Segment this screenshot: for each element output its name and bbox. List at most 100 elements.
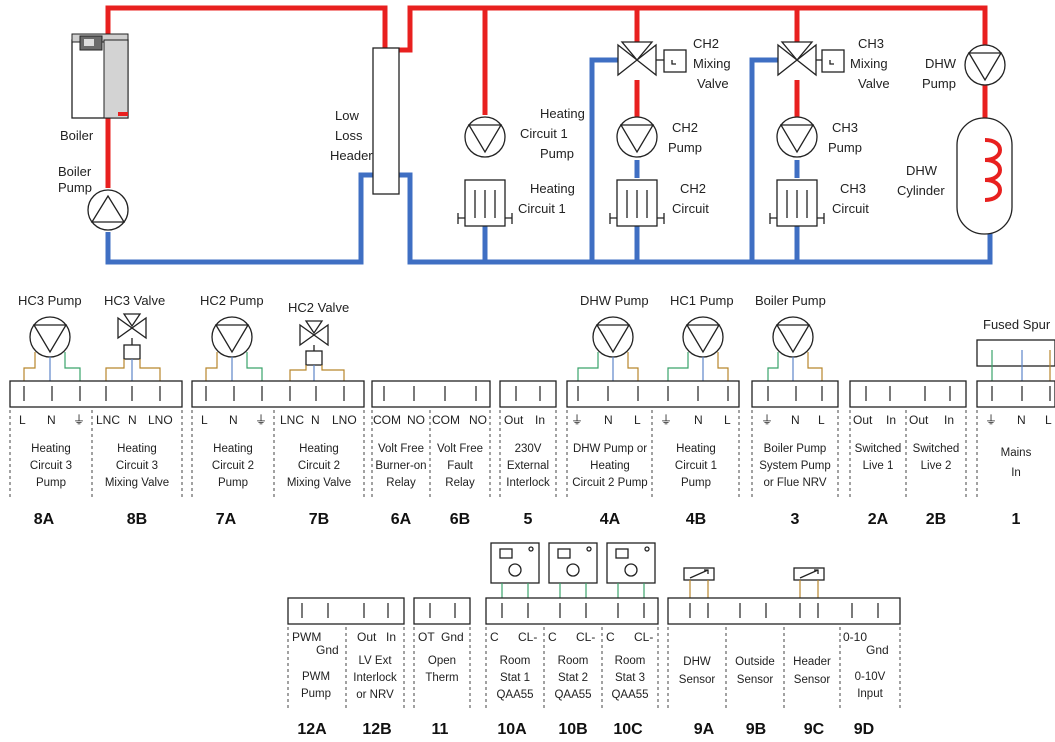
top-dashed-separators <box>9 410 978 497</box>
label-top_terminals-11-desc-1: Live 2 <box>921 460 952 472</box>
label-top_terminals-1-code: 8B <box>127 511 147 528</box>
ch2-pump-label-1: CH2 <box>672 120 698 135</box>
label-top_terminals-7-terms-2: L <box>634 413 641 427</box>
label-bottom_terminals-4-desc-1: Stat 2 <box>558 672 588 684</box>
label-bottom_terminals-6-desc-1: Sensor <box>679 674 716 686</box>
label-top_terminals-8-desc-0: Heating <box>676 443 716 455</box>
label-top_terminals-2-terms-1: N <box>229 413 238 427</box>
ch3-circuit-label-2: Circuit <box>832 201 869 216</box>
label-top_terminals-0-desc-0: Heating <box>31 443 71 455</box>
llh-label-3: Header <box>330 148 373 163</box>
label-top_terminals-9-terms-0: ⏚ <box>761 413 773 427</box>
label-top_terminals-4-desc-2: Relay <box>386 477 416 489</box>
label-bottom_terminals-1-desc-1: Interlock <box>353 672 397 684</box>
label-top_terminals-11-desc-0: Switched <box>913 443 960 455</box>
label-bottom_terminals-5-desc-2: QAA55 <box>611 689 648 701</box>
ch2-circuit-label-2: Circuit <box>672 201 709 216</box>
label-top_terminals-9-desc-0: Boiler Pump <box>764 443 827 455</box>
ch3-pump-symbol: CH3 Pump <box>776 116 862 158</box>
boiler-return-pipe <box>105 172 385 265</box>
sensor-devices <box>683 567 825 598</box>
label-top_terminals-12-terms-0: ⏚ <box>985 413 997 427</box>
hc2-valve-icon <box>299 323 329 347</box>
dhw-pump-symbol: DHW Pump <box>922 44 1006 91</box>
label-bottom_terminals-9-code: 9D <box>854 721 874 738</box>
label-top_terminals-12-desc-0: Mains <box>1001 447 1032 459</box>
label-top_terminals-11-code: 2B <box>926 511 946 528</box>
top-terminal-blocks <box>9 380 1055 408</box>
label-top_terminals-2-desc-1: Circuit 2 <box>212 460 254 472</box>
label-bottom_terminals-3-desc-2: QAA55 <box>496 689 533 701</box>
label-top_terminals-5-desc-0: Volt Free <box>437 443 483 455</box>
ch2-radiator: CH2 Circuit <box>609 179 709 227</box>
label-top_terminals-10-code: 2A <box>868 511 889 528</box>
label-top_terminals-9-desc-2: or Flue NRV <box>763 477 826 489</box>
label-bottom_terminals-3-desc-1: Stat 1 <box>500 672 530 684</box>
label-bottom_terminals-2-desc-0: Open <box>428 655 456 667</box>
ch3-pump-label-1: CH3 <box>832 120 858 135</box>
label-bottom_terminals-4-terms-0: C <box>548 630 557 644</box>
flow-pipework <box>105 5 988 188</box>
ch2-bypass <box>589 57 618 262</box>
label-top_terminals-2-terms-0: L <box>201 413 208 427</box>
label-bottom_terminals-8-code: 9C <box>804 721 825 738</box>
boiler-pump-label-2: Pump <box>58 180 92 195</box>
room-stat-1-icon <box>490 542 540 598</box>
boiler-flow-pipe <box>105 5 388 115</box>
dhw-cyl-label-1: DHW <box>906 163 938 178</box>
label-bottom_terminals-2-terms-1: Gnd <box>441 630 464 644</box>
label-bottom_terminals-0-code: 12A <box>297 721 327 738</box>
label-top_terminals-6-terms-1: In <box>535 413 545 427</box>
label-bottom_terminals-2-terms-0: OT <box>418 630 435 644</box>
hc3-pump-label: HC3 Pump <box>18 293 82 308</box>
ch2-valve-label-1: CH2 <box>693 36 719 51</box>
label-top_terminals-6-terms-0: Out <box>504 413 524 427</box>
label-bottom_terminals-4-terms-1: CL- <box>576 630 595 644</box>
bottom-codes: 12A 12B 11 10A 10B 10C 9A 9B 9C 9D <box>297 721 874 738</box>
label-top_terminals-8-terms-0: ⏚ <box>660 413 672 427</box>
boiler-pump-symbol: Boiler Pump <box>58 164 129 231</box>
llh-label-2: Loss <box>335 128 363 143</box>
room-stat-3-icon <box>606 542 656 598</box>
hc1-label-1: Heating <box>530 181 575 196</box>
label-top_terminals-5-desc-2: Relay <box>445 477 475 489</box>
device-wiring <box>23 350 1051 381</box>
label-bottom_terminals-7-code: 9B <box>746 721 766 738</box>
boiler-pump-label-1: Boiler <box>58 164 92 179</box>
label-top_terminals-1-desc-2: Mixing Valve <box>105 477 169 489</box>
label-top_terminals-0-desc-1: Circuit 3 <box>30 460 72 472</box>
room-stat-devices <box>490 542 656 598</box>
fused-spur <box>976 339 1055 367</box>
ch2-mixing-valve: CH2 Mixing Valve <box>617 36 731 91</box>
label-bottom_terminals-5-desc-0: Room <box>615 655 646 667</box>
label-top_terminals-3-terms-0: LNC <box>280 413 304 427</box>
label-top_terminals-4-terms-0: COM <box>373 413 401 427</box>
label-bottom_terminals-2-desc-1: Therm <box>425 672 458 684</box>
label-top_terminals-12-desc-1: In <box>1011 467 1021 479</box>
label-top_terminals-5-code: 6B <box>450 511 470 528</box>
label-bottom_terminals-1-terms-0: Out <box>357 630 377 644</box>
dhw-sensor-icon <box>683 567 715 598</box>
ch3-valve-label-3: Valve <box>858 76 890 91</box>
ch3-valve-label-2: Mixing <box>850 56 888 71</box>
label-top_terminals-4-desc-0: Volt Free <box>378 443 424 455</box>
hc3-valve-label: HC3 Valve <box>104 293 165 308</box>
header-sensor-icon <box>793 567 825 598</box>
label-bottom_terminals-9-desc-1: Input <box>857 688 883 700</box>
label-top_terminals-1-desc-1: Circuit 3 <box>116 460 158 472</box>
label-bottom_terminals-0-desc-1: Pump <box>301 688 331 700</box>
top-device-labels: HC3 Pump HC3 Valve HC2 Pump HC2 Valve DH… <box>18 293 1051 332</box>
label-bottom_terminals-9-desc-0: 0-10V <box>855 671 886 683</box>
system-return-header <box>385 172 993 265</box>
ch2-valve-label-3: Valve <box>697 76 729 91</box>
hc1-pump-device-label: HC1 Pump <box>670 293 734 308</box>
label-bottom_terminals-0-terms-0: PWM <box>292 630 321 644</box>
bottom-descriptions: PWM Pump LV Ext Interlock or NRV Open Th… <box>301 655 886 701</box>
dhw-pump-device-label: DHW Pump <box>580 293 649 308</box>
label-top_terminals-0-desc-2: Pump <box>36 477 66 489</box>
label-top_terminals-6-code: 5 <box>524 511 533 528</box>
room-stat-2-icon <box>548 542 598 598</box>
label-top_terminals-11-terms-0: Out <box>909 413 929 427</box>
label-bottom_terminals-3-desc-0: Room <box>500 655 531 667</box>
bottom-dashed-separators <box>287 627 901 710</box>
